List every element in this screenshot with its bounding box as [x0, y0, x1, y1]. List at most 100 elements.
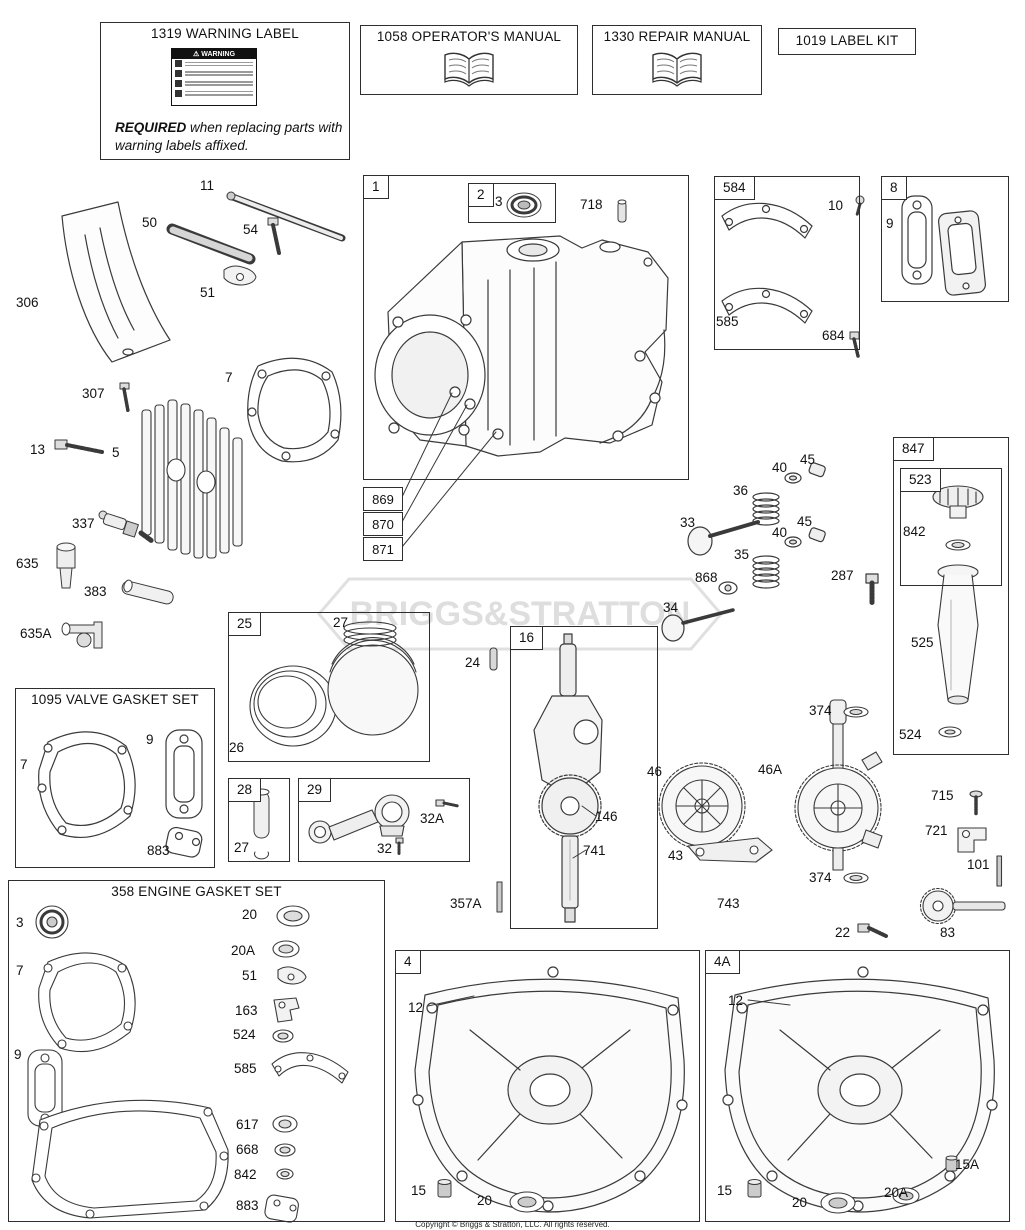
- callout-585: 585: [716, 314, 739, 329]
- group-box-523: 523: [900, 468, 1002, 586]
- callout-27: 27: [333, 615, 349, 630]
- callout-721: 721: [925, 823, 948, 838]
- callout-585: 585: [234, 1061, 257, 1076]
- engine-sump-drawing: [412, 966, 688, 1213]
- callout-5: 5: [112, 445, 120, 460]
- callout-146: 146: [595, 809, 618, 824]
- callout-15: 15: [717, 1183, 733, 1198]
- key-357a-drawing: [496, 881, 503, 913]
- valve-gasket-set-box: 1095 VALVE GASKET SET: [15, 688, 215, 868]
- callout-883: 883: [147, 843, 170, 858]
- governor-rod-drawing: [226, 191, 346, 242]
- label-kit-title: 1019 LABEL KIT: [795, 33, 899, 48]
- callout-374: 374: [809, 703, 832, 718]
- callout-35: 35: [734, 547, 750, 562]
- group-box-label-8: 8: [881, 176, 907, 200]
- valves-springs-drawing: [661, 462, 879, 642]
- screw-307-drawing: [119, 382, 130, 413]
- callout-357A: 357A: [450, 896, 482, 911]
- group-box-label-25: 25: [228, 612, 262, 636]
- repair-manual-box: 1330 REPAIR MANUAL: [592, 25, 762, 95]
- spark-plug-drawing: [98, 510, 155, 544]
- callout-27: 27: [234, 840, 250, 855]
- callout-40: 40: [772, 525, 788, 540]
- callout-306: 306: [16, 295, 39, 310]
- callout-51: 51: [242, 968, 258, 983]
- group-box-28: 28: [228, 778, 290, 862]
- breather-gasket-drawing: [721, 202, 813, 324]
- ref-box-869: 869: [363, 487, 403, 511]
- callout-524: 524: [233, 1027, 256, 1042]
- callout-32A: 32A: [420, 811, 445, 826]
- callout-842: 842: [234, 1167, 257, 1182]
- group-box-label-16: 16: [510, 626, 544, 650]
- group-box-label-1: 1: [363, 175, 389, 199]
- callout-524: 524: [899, 727, 922, 742]
- blower-guard-drawing: [61, 201, 171, 363]
- group-box-label-28: 28: [228, 778, 262, 802]
- book-icon: [652, 52, 702, 87]
- callout-45: 45: [797, 514, 813, 529]
- link-rod-drawing: [166, 223, 256, 265]
- warning-label-row: [172, 59, 256, 69]
- elbow-fitting-635a-drawing: [61, 621, 103, 649]
- watermark-hexagon: [317, 577, 723, 651]
- group-box-label-584: 584: [714, 176, 755, 200]
- callout-15A: 15A: [955, 1157, 980, 1172]
- label-kit-box: 1019 LABEL KIT: [778, 28, 916, 55]
- callout-24: 24: [465, 655, 481, 670]
- callout-337: 337: [72, 516, 95, 531]
- callout-20: 20: [242, 907, 258, 922]
- group-box-8: 8: [881, 176, 1009, 302]
- callout-9: 9: [146, 732, 154, 747]
- callout-43: 43: [668, 848, 684, 863]
- group-box-584: 584: [714, 176, 860, 350]
- warning-triangle-icon: ⚠: [192, 51, 200, 58]
- required-note-bold: REQUIRED: [115, 120, 187, 135]
- bolt-13-drawing: [54, 439, 104, 454]
- group-box-16: 16: [510, 626, 658, 929]
- muffler-gasket-plate-drawing: [901, 195, 986, 296]
- sump-hardware-drawing: [427, 995, 958, 1214]
- oil-fitting-635-drawing: [56, 542, 76, 589]
- group-box-2: 2: [468, 183, 556, 223]
- callout-50: 50: [142, 215, 158, 230]
- callout-20A: 20A: [231, 943, 256, 958]
- group-box-4: 4: [395, 950, 700, 1222]
- ref-box-871: 871: [363, 537, 403, 561]
- callout-743: 743: [717, 896, 740, 911]
- callout-718: 718: [580, 197, 603, 212]
- group-box-label-4A: 4A: [705, 950, 740, 974]
- callout-668: 668: [236, 1142, 259, 1157]
- engine-gasket-set-box: 358 ENGINE GASKET SET: [8, 880, 385, 1222]
- callout-20: 20: [477, 1193, 493, 1208]
- callout-635A: 635A: [20, 626, 52, 641]
- book-icon: [444, 52, 494, 87]
- callout-3: 3: [495, 194, 503, 209]
- clamp-51-drawing: [223, 265, 257, 286]
- callout-163: 163: [235, 1003, 258, 1018]
- callout-883: 883: [236, 1198, 259, 1213]
- required-note-text: when replacing parts with warning labels…: [115, 120, 343, 153]
- copyright-text: Copyright © Briggs & Stratton, LLC. All …: [415, 1220, 610, 1229]
- required-note: REQUIRED when replacing parts with warni…: [115, 119, 343, 154]
- dowel-pin-drawing: [617, 199, 627, 223]
- callout-45: 45: [800, 452, 816, 467]
- callout-715: 715: [931, 788, 954, 803]
- group-box-4A: 4A: [705, 950, 1010, 1222]
- callout-842: 842: [903, 524, 926, 539]
- callout-83: 83: [940, 925, 956, 940]
- callout-383: 383: [84, 584, 107, 599]
- callout-635: 635: [16, 556, 39, 571]
- callout-20A: 20A: [884, 1185, 909, 1200]
- warning-label-row: [172, 69, 256, 79]
- callout-525: 525: [911, 635, 934, 650]
- group-box-847: 847: [893, 437, 1009, 755]
- cylinder-head-drawing: [141, 399, 243, 559]
- warning-label-heading: WARNING: [201, 50, 236, 58]
- callout-46: 46: [647, 764, 663, 779]
- callout-36: 36: [733, 483, 749, 498]
- callout-32: 32: [377, 841, 393, 856]
